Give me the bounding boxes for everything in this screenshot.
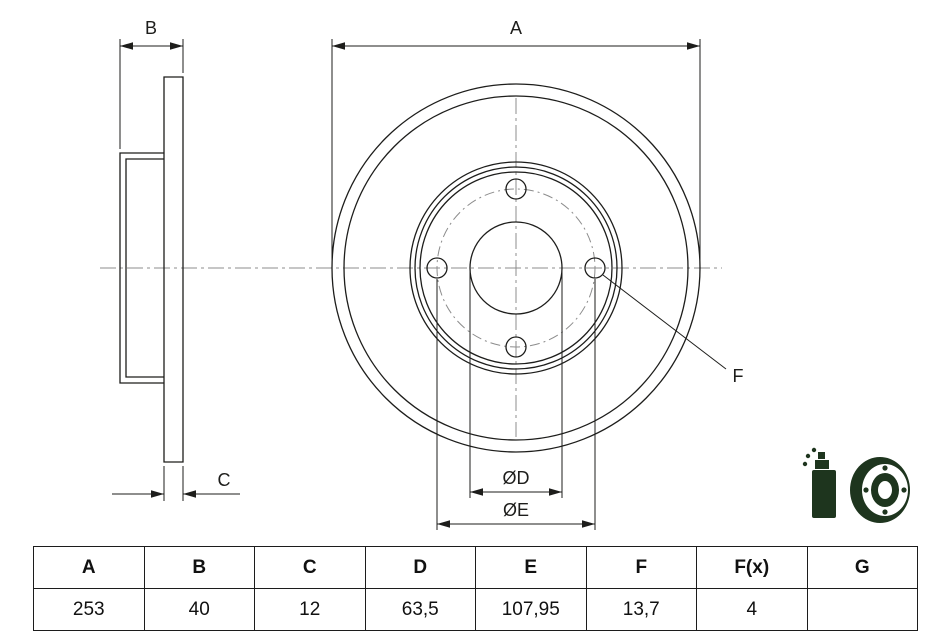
friction-edge-circle: [414, 166, 618, 370]
dimension-b: B: [119, 18, 184, 149]
table-value-cell: 40: [143, 588, 255, 631]
table-value-cell: [806, 588, 918, 631]
dim-label-d: ØD: [503, 468, 530, 488]
table-header-cell: F: [585, 546, 697, 589]
technical-drawing: B C A: [100, 18, 910, 530]
table-value-row: 253 40 12 63,5 107,95 13,7 4: [33, 588, 918, 631]
table-value-cell: 13,7: [585, 588, 697, 631]
table-header-cell: B: [143, 546, 255, 589]
coated-disc-icon: [802, 447, 910, 523]
spray-can-cap: [815, 460, 829, 469]
extension-line: [469, 269, 563, 498]
table-header-cell: G: [806, 546, 918, 589]
bolt-hole-top: [505, 178, 527, 200]
dimension-c: C: [112, 466, 240, 501]
dim-label-f: F: [733, 366, 744, 386]
spray-dot-icon: [811, 447, 817, 453]
dim-label-b: B: [145, 18, 157, 38]
disc-icon-bolt: [882, 509, 888, 515]
table-value-cell: 12: [254, 588, 366, 631]
disc-icon-bolt: [901, 487, 907, 493]
extension-line: [436, 279, 596, 530]
hub-inner-outline: [125, 158, 164, 378]
table-header-cell: E: [475, 546, 587, 589]
table-value-cell: 4: [696, 588, 808, 631]
friction-edge-circle: [419, 171, 613, 365]
table-header-cell: D: [364, 546, 476, 589]
outer-diameter-circle: [331, 83, 701, 453]
dim-label-e: ØE: [503, 500, 529, 520]
bolt-circle: [436, 188, 596, 348]
table-value-cell: 107,95: [475, 588, 587, 631]
leader-line: [602, 274, 727, 370]
spray-can-nozzle: [818, 452, 825, 459]
bolt-hole-bottom: [505, 336, 527, 358]
spray-dot-icon: [805, 453, 811, 459]
extension-line: [163, 466, 184, 501]
table-header-row: A B C D E F F(x) G: [33, 546, 918, 589]
table-header-cell: C: [254, 546, 366, 589]
center-bore-circle: [469, 221, 563, 315]
spray-dot-icon: [802, 461, 808, 467]
extension-line: [119, 39, 184, 149]
bolt-hole-right: [584, 257, 606, 279]
table-value-cell: 253: [33, 588, 145, 631]
dimension-e: ØE: [436, 279, 596, 530]
dimension-f: F: [602, 274, 744, 386]
bolt-hole-left: [426, 257, 448, 279]
hub-outer-outline: [119, 152, 164, 384]
outer-chamfer-circle: [343, 95, 689, 441]
extension-line: [331, 39, 701, 264]
dim-label-a: A: [510, 18, 522, 38]
front-view: [331, 83, 701, 453]
disc-icon-bore: [878, 481, 892, 499]
dim-label-c: C: [218, 470, 231, 490]
disc-icon-bolt: [882, 465, 888, 471]
table-header-cell: A: [33, 546, 145, 589]
dimension-table: A B C D E F F(x) G 253 40 12 63,5 107,95…: [33, 546, 918, 631]
table-header-cell: F(x): [696, 546, 808, 589]
spray-can-body: [812, 470, 836, 518]
side-view: [119, 76, 184, 463]
dimension-a: A: [331, 18, 701, 264]
dimension-d: ØD: [469, 269, 563, 498]
table-value-cell: 63,5: [364, 588, 476, 631]
disc-icon-bolt: [863, 487, 869, 493]
disc-plate-outline: [163, 76, 184, 463]
friction-edge-circle: [409, 161, 623, 375]
